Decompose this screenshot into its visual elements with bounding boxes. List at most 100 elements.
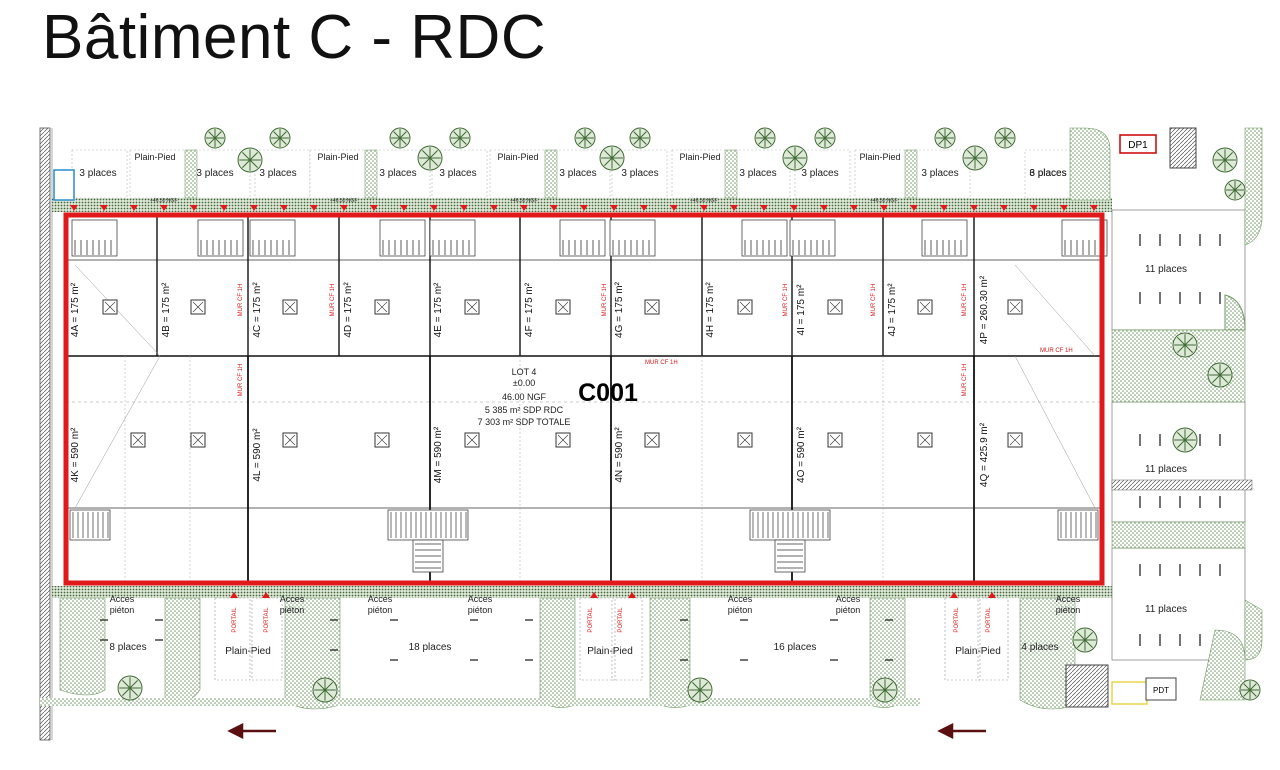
arrow-left-icon xyxy=(227,722,276,740)
parking-count-label: 8 places xyxy=(109,642,146,653)
right-parking-labels: 11 places 11 places 11 places xyxy=(1145,264,1187,615)
tree-icon xyxy=(872,677,898,703)
bottom-labels: AccespiétonAccespiétonAccespiétonAccespi… xyxy=(109,592,1081,681)
unit-label-4c: 4C = 175 m² xyxy=(252,282,263,338)
acces-pieton-label: Acces xyxy=(836,594,861,604)
tree-icon xyxy=(1212,147,1238,173)
direction-arrows xyxy=(227,722,986,740)
structural-pillars xyxy=(102,299,1023,448)
tree-icon xyxy=(599,145,625,171)
tree-icon xyxy=(814,127,836,149)
parking-count-label: 18 places xyxy=(409,642,452,653)
tree-icon xyxy=(782,145,808,171)
parking-count-label: 3 places xyxy=(921,168,958,179)
acces-pieton-label: piéton xyxy=(110,605,135,615)
tree-icon xyxy=(417,145,443,171)
arrow-left-icon xyxy=(937,722,986,740)
acces-pieton-label: piéton xyxy=(1056,605,1081,615)
unit-label-4n: 4N = 590 m² xyxy=(614,427,625,483)
mur-cf-label: MUR CF 1H xyxy=(962,284,968,317)
unit-partition-walls xyxy=(66,215,1102,583)
unit-label-4a: 4A = 175 m² xyxy=(70,282,81,337)
portail-label: PORTAIL xyxy=(618,607,624,633)
lot-info-line: 5 385 m² SDP RDC xyxy=(485,405,564,415)
mur-cf-label: MUR CF 1H xyxy=(602,284,608,317)
portail-label: PORTAIL xyxy=(264,607,270,633)
unit-label-4k: 4K = 590 m² xyxy=(70,427,81,482)
lot-info-line: 46.00 NGF xyxy=(502,392,547,402)
parking-count-label: 4 places xyxy=(1021,642,1058,653)
plain-pied-label: Plain-Pied xyxy=(225,646,271,657)
building xyxy=(63,212,1108,586)
tree-icon xyxy=(994,127,1016,149)
acces-pieton-label: piéton xyxy=(280,605,305,615)
plain-pied-label: Plain-Pied xyxy=(859,152,900,162)
plain-pied-label: Plain-Pied xyxy=(679,152,720,162)
mur-cf-label: MUR CF 1H xyxy=(871,284,877,317)
parking-count-label: 3 places xyxy=(1029,168,1066,179)
tree-icon xyxy=(1224,179,1246,201)
plain-pied-label: Plain-Pied xyxy=(317,152,358,162)
left-meter-box xyxy=(53,169,75,201)
unit-label-4h: 4H = 175 m² xyxy=(705,282,716,338)
page-title: Bâtiment C - RDC xyxy=(42,3,547,72)
lot-info-line: ±0.00 xyxy=(513,378,535,388)
pdt-box: PDT xyxy=(1065,664,1177,708)
top-parking-bays xyxy=(70,127,1111,211)
tree-icon xyxy=(687,677,713,703)
tree-icon xyxy=(269,127,291,149)
unit-label-4f: 4F = 175 m² xyxy=(524,282,535,337)
unit-label-4i: 4I = 175 m² xyxy=(796,284,807,336)
tree-icon xyxy=(312,677,338,703)
ngf-label: +46.50 NGF xyxy=(870,198,897,204)
dp1-box: DP1 xyxy=(1119,127,1197,169)
acces-pieton-label: Acces xyxy=(1056,594,1081,604)
tree-icon xyxy=(934,127,956,149)
building-outline xyxy=(63,212,1105,586)
plain-pied-label: Plain-Pied xyxy=(587,646,633,657)
mur-cf-label: MUR CF 1H xyxy=(238,364,244,397)
tree-icon xyxy=(629,127,651,149)
parking-count-label: 16 places xyxy=(774,642,817,653)
lot-info-line: LOT 4 xyxy=(512,367,537,377)
acces-pieton-label: Acces xyxy=(368,594,393,604)
parking-count-label: 3 places xyxy=(559,168,596,179)
unit-label-4j: 4J = 175 m² xyxy=(887,283,898,337)
right-parking-zone xyxy=(1111,127,1263,661)
unit-label-4o: 4O = 590 m² xyxy=(796,426,807,483)
acces-pieton-label: Acces xyxy=(468,594,493,604)
parking-count-label: 3 places xyxy=(801,168,838,179)
unit-label-4d: 4D = 175 m² xyxy=(343,282,354,338)
mur-cf-label: MUR CF 1H xyxy=(783,284,789,317)
unit-label-4g: 4G = 175 m² xyxy=(614,281,625,338)
mur-cf-label: MUR CF 1H xyxy=(238,284,244,317)
tree-icon xyxy=(1072,627,1098,653)
mur-cf-label: MUR CF 1H xyxy=(330,284,336,317)
top-parking-labels: 3 places 3 places 3 places 3 places 3 places… xyxy=(79,152,1066,204)
unit-label-4m: 4M = 590 m² xyxy=(433,426,444,483)
lot-info: LOT 4 ±0.00 46.00 NGF 5 385 m² SDP RDC 7… xyxy=(478,367,571,427)
tree-icon xyxy=(1172,427,1198,453)
parking-count-label: 3 places xyxy=(621,168,658,179)
stairways xyxy=(69,219,1108,573)
mur-cf-label: MUR CF 1H xyxy=(645,360,678,366)
tree-icon xyxy=(1239,679,1261,701)
right-parking-label: 11 places xyxy=(1145,604,1187,615)
dp1-label: DP1 xyxy=(1128,140,1148,151)
unit-label-4q: 4Q = 425.9 m² xyxy=(979,422,990,487)
tree-icon xyxy=(117,675,143,701)
ngf-label: +46.50 NGF xyxy=(690,198,717,204)
unit-label-4e: 4E = 175 m² xyxy=(433,282,444,337)
tree-icon xyxy=(574,127,596,149)
acces-pieton-label: Acces xyxy=(280,594,305,604)
bottom-verge xyxy=(52,586,1112,598)
boundary-wall xyxy=(39,127,51,741)
portail-label: PORTAIL xyxy=(954,607,960,633)
ngf-label: +46.50 NGF xyxy=(150,198,177,204)
building-code: C001 xyxy=(578,379,638,407)
tree-icon xyxy=(962,145,988,171)
tree-icon xyxy=(1172,332,1198,358)
acces-pieton-label: Acces xyxy=(728,594,753,604)
parking-count-label: 3 places xyxy=(196,168,233,179)
